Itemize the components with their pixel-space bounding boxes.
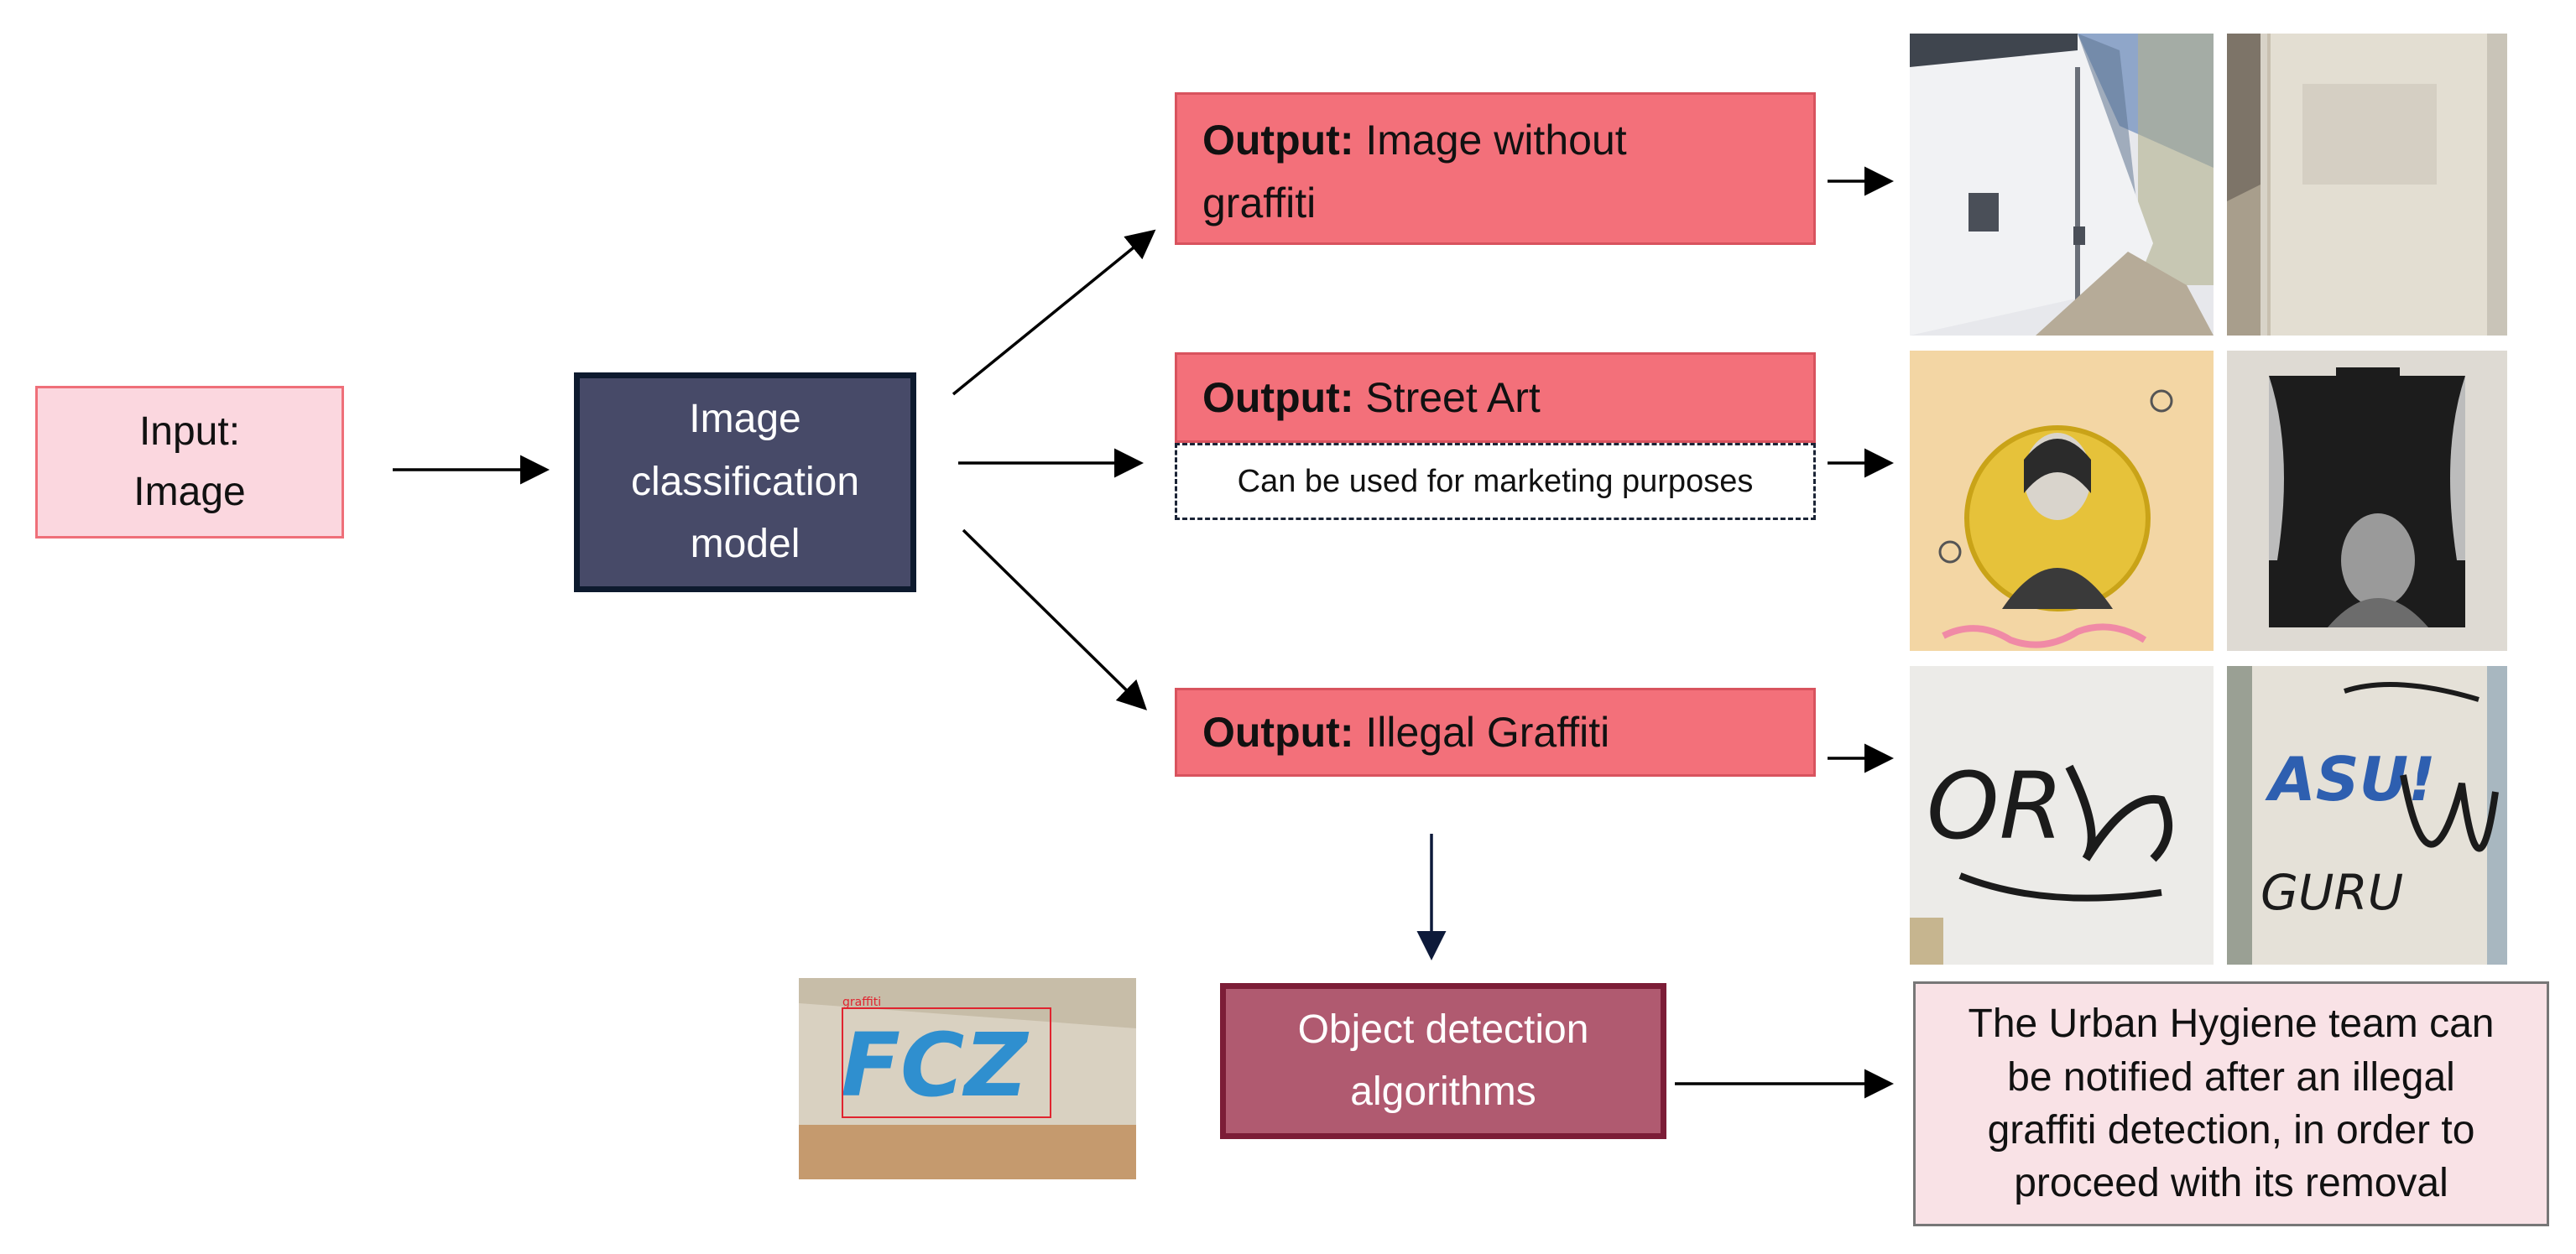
photo-street-art-2 (2227, 351, 2507, 651)
result-line-2: be notified after an illegal (2007, 1054, 2455, 1100)
photo-street-art-1 (1910, 351, 2214, 651)
classification-model-box: Image classification model (574, 372, 916, 592)
output-label: Output: (1202, 117, 1354, 164)
photo-illegal-graffiti-1: OR (1910, 666, 2214, 965)
input-value: Image (133, 470, 246, 514)
output-text: Image without (1353, 117, 1627, 164)
result-line-3: graffiti detection, in order to (1987, 1108, 2475, 1153)
photo-clean-wall-2 (2227, 34, 2507, 336)
photo-illegal-graffiti-2: ASU! GURU (2227, 666, 2507, 965)
output-no-graffiti-box: Output: Image without graffiti (1175, 92, 1816, 245)
arrow-model-to-output-no-graffiti (952, 229, 1156, 396)
input-label: Input: (138, 409, 241, 454)
street-art-note: Can be used for marketing purposes (1175, 443, 1816, 520)
output-text: Street Art (1353, 374, 1541, 421)
model-line-1: Image (689, 397, 801, 442)
detected-graffiti-text: FCZ (841, 1014, 1029, 1116)
object-detection-box: Object detection algorithms (1220, 983, 1666, 1139)
detection-example-image: FCZ graffiti (799, 978, 1136, 1179)
output-label: Output: (1202, 374, 1354, 421)
detection-line-2: algorithms (1350, 1069, 1536, 1114)
output-text: Illegal Graffiti (1353, 709, 1610, 756)
photo-clean-wall-1 (1910, 34, 2214, 336)
output-illegal-graffiti-box: Output: Illegal Graffiti (1175, 688, 1816, 777)
detection-line-1: Object detection (1297, 1007, 1589, 1052)
model-line-2: classification (630, 459, 860, 504)
output-text-line-2: graffiti (1202, 180, 1317, 226)
input-box: Input: Image (35, 386, 344, 539)
result-line-1: The Urban Hygiene team can (1968, 1002, 2495, 1047)
output-label: Output: (1202, 709, 1354, 756)
graffiti-tag: GURU (2261, 864, 2403, 921)
notification-result-box: The Urban Hygiene team can be notified a… (1913, 981, 2549, 1226)
result-line-4: proceed with its removal (2014, 1161, 2448, 1206)
bbox-label: graffiti (842, 996, 881, 1009)
model-line-3: model (690, 522, 800, 567)
graffiti-tag: OR (1927, 752, 2063, 860)
arrow-model-to-output-illegal (962, 528, 1147, 710)
output-street-art-box: Output: Street Art (1175, 352, 1816, 443)
